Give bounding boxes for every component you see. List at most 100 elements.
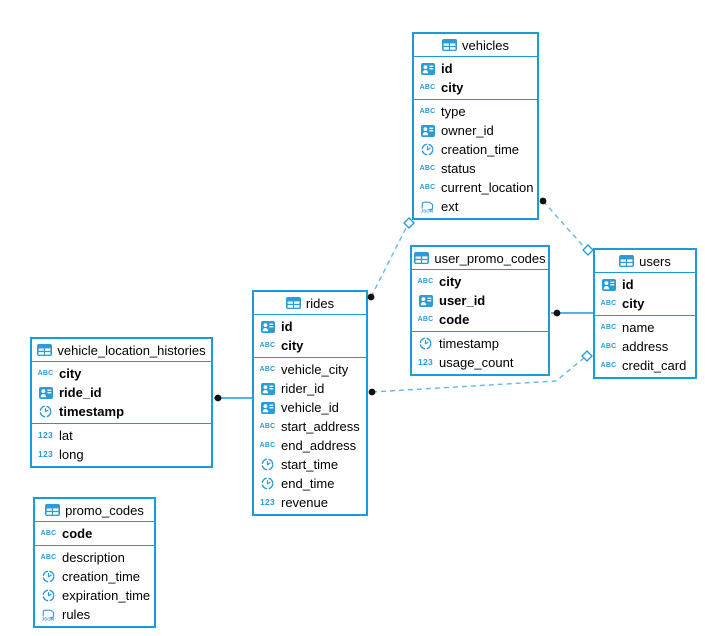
- table-header[interactable]: users: [595, 250, 695, 273]
- column-row-end_time[interactable]: end_time: [254, 474, 366, 493]
- clock-timestamp-type-icon: [40, 589, 57, 602]
- clock-timestamp-type-icon: [259, 458, 276, 471]
- column-name: status: [441, 161, 476, 176]
- table-header[interactable]: user_promo_codes: [412, 247, 548, 270]
- table-name: promo_codes: [65, 502, 144, 518]
- table-header[interactable]: rides: [254, 292, 366, 315]
- column-name: city: [281, 338, 304, 353]
- abc-string-type-icon: ABC: [417, 278, 434, 285]
- column-name: credit_card: [622, 358, 687, 373]
- clock-timestamp-type-icon: [40, 570, 57, 583]
- column-name: code: [439, 312, 470, 327]
- column-row-creation_time[interactable]: creation_time: [35, 567, 154, 586]
- abc-string-type-icon: ABC: [419, 165, 436, 172]
- column-row-owner_id[interactable]: owner_id: [414, 121, 537, 140]
- column-row-id[interactable]: id: [414, 59, 537, 78]
- column-name: creation_time: [62, 569, 141, 584]
- 123-number-type-icon: 123: [259, 497, 276, 508]
- id-badge-uuid-type-icon: [600, 278, 617, 291]
- id-badge-uuid-type-icon: [419, 62, 436, 75]
- table-header[interactable]: vehicles: [414, 34, 537, 57]
- column-name: timestamp: [439, 336, 499, 351]
- column-name: lat: [59, 428, 73, 443]
- column-row-expiration_time[interactable]: expiration_time: [35, 586, 154, 605]
- column-row-start_address[interactable]: ABC start_address: [254, 417, 366, 436]
- relation-rides-to-users[interactable]: [371, 357, 585, 393]
- table-grid-icon: [619, 255, 635, 267]
- column-row-start_time[interactable]: start_time: [254, 455, 366, 474]
- column-row-id[interactable]: id: [254, 317, 366, 336]
- column-row-description[interactable]: ABC description: [35, 548, 154, 567]
- column-name: rules: [62, 607, 91, 622]
- column-name: ext: [441, 199, 459, 214]
- column-row-creation_time[interactable]: creation_time: [414, 140, 537, 159]
- column-row-timestamp[interactable]: timestamp: [412, 334, 548, 353]
- column-row-vehicle_id[interactable]: vehicle_id: [254, 398, 366, 417]
- clock-timestamp-type-icon: [419, 143, 436, 156]
- id-badge-uuid-type-icon: [259, 401, 276, 414]
- relation-rides-to-vehicles[interactable]: [370, 227, 407, 298]
- column-name: start_time: [281, 457, 339, 472]
- table-header[interactable]: promo_codes: [35, 499, 154, 522]
- column-row-ride_id[interactable]: ride_id: [32, 383, 211, 402]
- column-name: id: [622, 277, 634, 292]
- column-row-user_id[interactable]: user_id: [412, 291, 548, 310]
- column-name: long: [59, 447, 84, 462]
- column-name: timestamp: [59, 404, 125, 419]
- column-row-rider_id[interactable]: rider_id: [254, 379, 366, 398]
- table-header[interactable]: vehicle_location_histories: [32, 339, 211, 362]
- column-row-status[interactable]: ABC status: [414, 159, 537, 178]
- abc-string-type-icon: ABC: [37, 370, 54, 377]
- column-row-timestamp[interactable]: timestamp: [32, 402, 211, 421]
- abc-string-type-icon: ABC: [259, 423, 276, 430]
- column-name: id: [281, 319, 293, 334]
- abc-string-type-icon: ABC: [40, 554, 57, 561]
- column-row-id[interactable]: id: [595, 275, 695, 294]
- column-name: city: [441, 80, 464, 95]
- relation-vehicles-to-users[interactable]: [542, 200, 585, 248]
- column-name: description: [62, 550, 125, 565]
- relation-endpoint-diamond: [582, 244, 594, 256]
- id-badge-uuid-type-icon: [419, 124, 436, 137]
- relation-endpoint-diamond: [581, 350, 593, 362]
- column-row-revenue[interactable]: 123 revenue: [254, 493, 366, 512]
- column-name: start_address: [281, 419, 360, 434]
- column-name: type: [441, 104, 466, 119]
- column-name: city: [622, 296, 645, 311]
- column-name: revenue: [281, 495, 328, 510]
- clock-timestamp-type-icon: [259, 477, 276, 490]
